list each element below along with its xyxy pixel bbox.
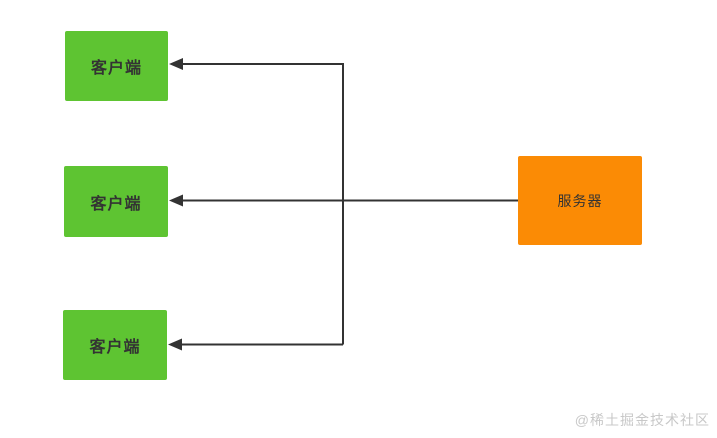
arrowhead-client-2 [169,194,183,207]
client-node-2: 客户端 [64,166,168,237]
client-node-1-label: 客户端 [90,60,142,77]
server-node: 服务器 [518,156,642,245]
client-node-3-label: 客户端 [89,339,141,356]
client-node-1: 客户端 [65,31,168,101]
client-node-3: 客户端 [63,310,167,380]
watermark-text: @稀土掘金技术社区 [574,412,710,428]
arrowhead-client-3 [168,338,182,351]
arrowhead-client-1 [169,58,183,70]
server-node-label: 服务器 [557,192,603,209]
client-node-2-label: 客户端 [90,195,142,213]
